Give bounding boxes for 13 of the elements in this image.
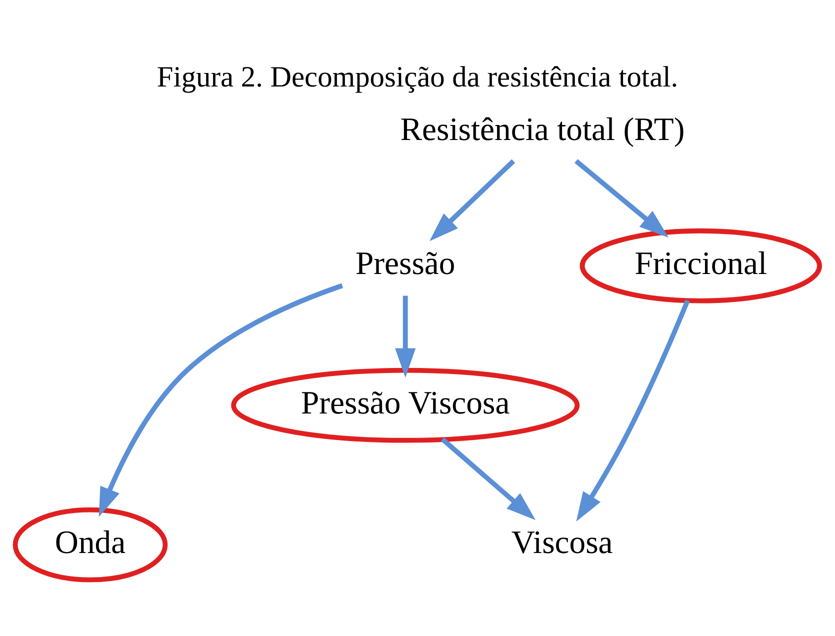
node-text: Pressão	[355, 246, 456, 282]
node-ellipse: Pressão Viscosa	[231, 368, 580, 443]
node-text: Resistência total (RT)	[400, 112, 685, 148]
arrow	[395, 296, 416, 378]
arrow	[430, 159, 516, 242]
arrow	[98, 283, 344, 517]
arrow	[576, 300, 690, 522]
diagram-title: Figura 2. Decomposição da resistência total.	[156, 62, 678, 94]
arrow	[440, 437, 536, 520]
arrow	[574, 159, 669, 238]
node-ellipse: Onda	[12, 507, 168, 582]
node-text: Viscosa	[511, 525, 613, 561]
node-ellipse: Friccional	[580, 228, 822, 304]
